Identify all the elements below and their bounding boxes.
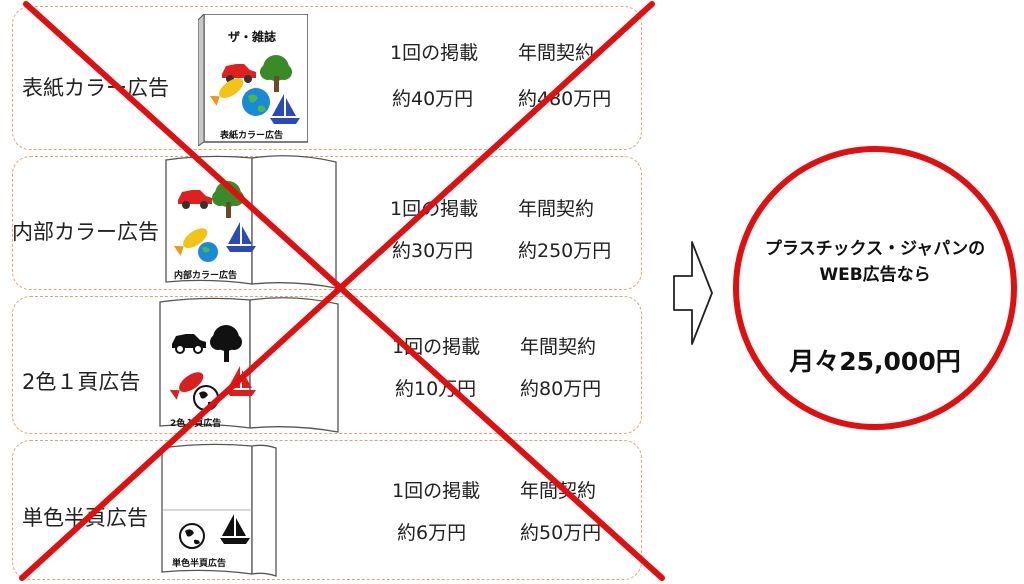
rocket-icon xyxy=(169,372,204,400)
globe-icon xyxy=(198,242,218,262)
open-book-mono: 単色半頁広告 xyxy=(160,438,280,580)
tree-icon xyxy=(260,55,292,92)
per-issue-price: 約6万円 xyxy=(397,522,467,544)
per-issue-label: 1回の掲載 xyxy=(390,198,479,220)
book-caption: 表紙カラー広告 xyxy=(220,131,284,141)
row-label-cover: 表紙カラー広告 xyxy=(22,76,169,100)
globe-icon xyxy=(179,523,205,549)
offer-headline: プラスチックス・ジャパンの WEB広告なら xyxy=(739,236,1011,288)
book-caption: 単色半頁広告 xyxy=(172,559,227,569)
offer-headline-line2: WEB広告なら xyxy=(819,265,931,285)
book-caption: 内部カラー広告 xyxy=(174,271,238,281)
web-ad-offer-circle: プラスチックス・ジャパンの WEB広告なら 月々25,000円 xyxy=(733,146,1017,430)
row-mono-half xyxy=(12,440,642,580)
arrow-right-icon xyxy=(673,241,713,345)
per-issue-label: 1回の掲載 xyxy=(390,42,479,64)
per-issue-price: 約30万円 xyxy=(392,240,474,262)
row-cover-color xyxy=(12,6,642,150)
annual-label: 年間契約 xyxy=(518,42,595,64)
annual-price: 約80万円 xyxy=(520,378,602,400)
car-icon xyxy=(172,334,206,354)
per-issue-price: 約40万円 xyxy=(392,88,474,110)
sailboat-icon xyxy=(220,514,250,544)
open-book-two-color: 2色１頁広告 xyxy=(158,292,343,434)
sailboat-icon xyxy=(226,222,256,252)
sailboat-icon xyxy=(270,94,300,124)
car-icon xyxy=(222,64,256,83)
rocket-icon xyxy=(173,228,208,256)
offer-headline-line1: プラスチックス・ジャパンの xyxy=(764,239,986,259)
book-caption: 2色１頁広告 xyxy=(170,419,222,429)
row-inside-color xyxy=(12,156,642,290)
row-label-inside: 内部カラー広告 xyxy=(12,220,159,244)
globe-icon xyxy=(242,88,270,116)
magazine-cover: ザ・雑誌 表紙カラー広告 xyxy=(198,14,308,146)
offer-price: 月々25,000円 xyxy=(789,347,961,376)
annual-price: 約50万円 xyxy=(520,522,602,544)
car-icon xyxy=(178,190,212,209)
row-label-two-color: 2色１頁広告 xyxy=(22,370,141,394)
per-issue-label: 1回の掲載 xyxy=(392,480,481,502)
cross-out-mark xyxy=(19,1,665,581)
magazine-title: ザ・雑誌 xyxy=(228,30,277,44)
annual-label: 年間契約 xyxy=(520,480,597,502)
rocket-icon xyxy=(209,78,244,106)
annual-label: 年間契約 xyxy=(520,336,597,358)
annual-price: 約250万円 xyxy=(518,240,612,262)
tree-icon xyxy=(210,325,242,362)
annual-label: 年間契約 xyxy=(518,198,595,220)
